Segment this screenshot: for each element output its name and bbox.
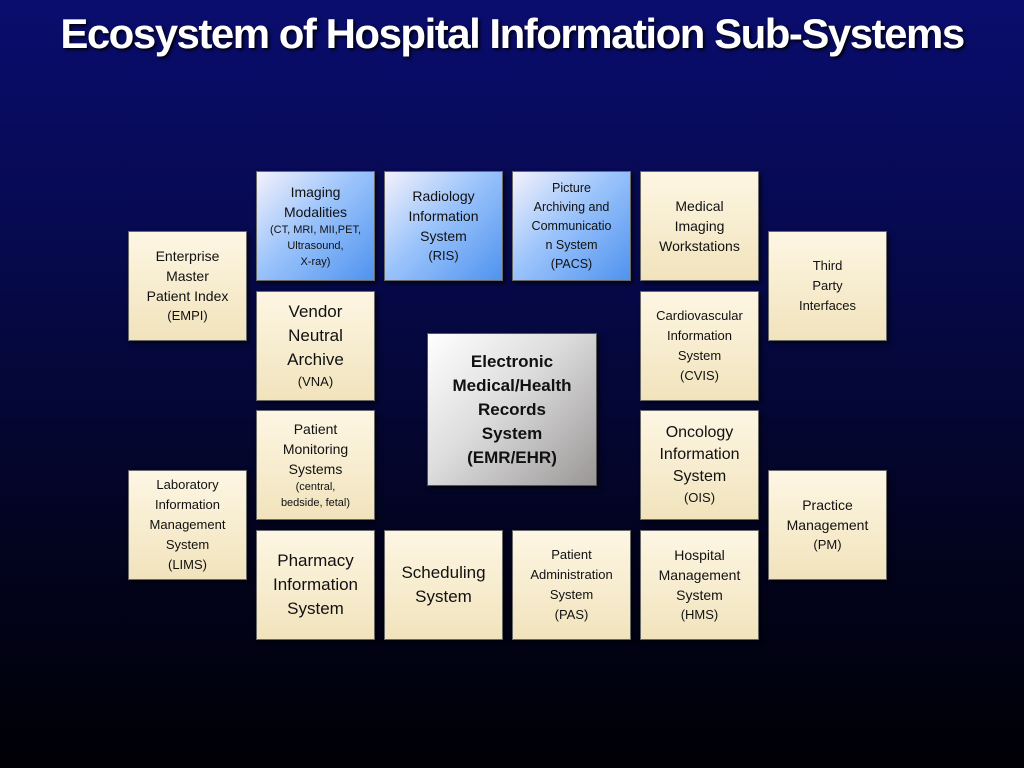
box-label: Picture [552, 180, 591, 195]
box-label: Scheduling [401, 563, 486, 582]
box-sublabel: (PAS) [554, 607, 589, 622]
pacs-box: Picture Archiving and Communicatio n Sys… [512, 171, 631, 281]
box-label: Neutral [288, 326, 343, 345]
box-label: Interfaces [798, 298, 857, 313]
box-label: Information [408, 208, 479, 224]
ois-box: Oncology Information System (OIS) [640, 410, 759, 520]
medical-imaging-workstations-box: Medical Imaging Workstations [640, 171, 759, 281]
box-sublabel: (CT, MRI, MII,PET, [269, 224, 362, 236]
vna-box: Vendor Neutral Archive (VNA) [256, 291, 375, 401]
empi-box: Enterprise Master Patient Index (EMPI) [128, 231, 247, 341]
box-label: Electronic [470, 351, 554, 371]
box-label: Systems [288, 461, 343, 477]
box-label: System [165, 537, 210, 552]
box-label: Management [149, 517, 226, 532]
box-label: Oncology [665, 424, 734, 441]
box-label: Workstations [659, 238, 740, 254]
box-label: Information [272, 575, 359, 594]
box-label: Master [166, 268, 209, 284]
box-label: Information [666, 328, 733, 343]
box-label: Management [786, 517, 869, 533]
box-label: Third [812, 258, 843, 273]
box-label: System [415, 587, 472, 606]
box-label: Imaging [674, 218, 725, 234]
lims-box: Laboratory Information Management System… [128, 470, 247, 580]
practice-management-box: Practice Management (PM) [768, 470, 887, 580]
box-sublabel: (LIMS) [168, 557, 207, 572]
box-sublabel: bedside, fetal) [280, 497, 351, 509]
box-label: System [481, 423, 543, 443]
box-label: Medical/Health [452, 375, 572, 395]
imaging-modalities-box: Imaging Modalities (CT, MRI, MII,PET, Ul… [256, 171, 375, 281]
third-party-interfaces-box: Third Party Interfaces [768, 231, 887, 341]
box-label: Administration [530, 567, 613, 582]
box-sublabel: (OIS) [683, 490, 716, 505]
box-label: System [549, 587, 594, 602]
emr-ehr-box: Electronic Medical/Health Records System… [427, 333, 597, 486]
box-label: (EMR/EHR) [467, 447, 557, 467]
box-label: System [676, 587, 723, 603]
box-label: Cardiovascular [656, 308, 743, 323]
box-label: Radiology [412, 188, 475, 204]
box-label: Communicatio [531, 218, 612, 233]
box-label: Hospital [674, 547, 725, 563]
box-label: Medical [675, 198, 724, 214]
scheduling-system-box: Scheduling System [384, 530, 503, 640]
box-label: Laboratory [156, 477, 219, 492]
box-sublabel: (VNA) [297, 374, 334, 389]
box-label: Modalities [283, 204, 348, 220]
box-sublabel: (PACS) [550, 256, 593, 271]
box-sublabel: (EMPI) [167, 308, 208, 323]
box-label: Patient [551, 547, 592, 562]
box-label: Records [477, 399, 547, 419]
patient-monitoring-box: Patient Monitoring Systems (central, bed… [256, 410, 375, 520]
box-sublabel: (central, [295, 481, 336, 493]
box-label: Enterprise [155, 248, 220, 264]
pharmacy-information-system-box: Pharmacy Information System [256, 530, 375, 640]
box-label: Information [659, 446, 740, 463]
box-label: n System [545, 237, 598, 252]
pas-box: Patient Administration System (PAS) [512, 530, 631, 640]
box-label: Monitoring [282, 441, 349, 457]
box-label: Practice [802, 497, 853, 513]
box-label: Party [812, 278, 843, 293]
box-label: Archiving and [533, 199, 610, 214]
box-label: Patient [293, 421, 338, 437]
box-label: Pharmacy [277, 551, 354, 570]
box-sublabel: (RIS) [428, 248, 459, 263]
box-label: Imaging [290, 184, 341, 200]
box-label: System [287, 599, 344, 618]
box-sublabel: (HMS) [680, 607, 719, 622]
box-sublabel: X-ray) [300, 256, 331, 268]
box-label: Information [154, 497, 221, 512]
hms-box: Hospital Management System (HMS) [640, 530, 759, 640]
box-sublabel: Ultrasound, [287, 240, 344, 252]
box-label: Management [658, 567, 741, 583]
cvis-box: Cardiovascular Information System (CVIS) [640, 291, 759, 401]
box-label: System [672, 468, 727, 485]
box-label: Vendor [288, 302, 343, 321]
box-label: Archive [287, 350, 344, 369]
slide-title: Ecosystem of Hospital Information Sub-Sy… [60, 10, 965, 57]
ris-box: Radiology Information System (RIS) [384, 171, 503, 281]
box-sublabel: (CVIS) [680, 368, 719, 383]
box-sublabel: (PM) [813, 537, 842, 552]
box-label: Patient Index [146, 288, 229, 304]
box-label: System [677, 348, 722, 363]
box-label: System [420, 228, 467, 244]
